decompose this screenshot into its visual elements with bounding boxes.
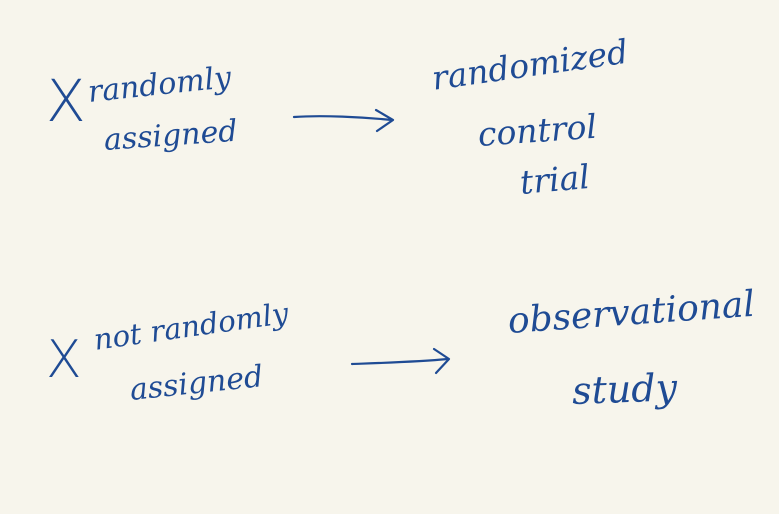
row2-result-line2: study bbox=[571, 365, 678, 413]
row2-condition-line2: assigned bbox=[128, 359, 265, 408]
row1-condition-line1: randomly bbox=[86, 60, 233, 110]
row1-variable-x: X bbox=[46, 67, 86, 135]
row1-result-line1: randomized bbox=[429, 31, 631, 98]
row2-result-line1: observational bbox=[506, 283, 757, 342]
row1-result-line3: trial bbox=[518, 156, 592, 202]
row2-condition-line1: not randomly bbox=[91, 295, 291, 357]
row1-condition-line2: assigned bbox=[102, 113, 239, 158]
row2-arrow bbox=[350, 347, 451, 375]
row1-arrow bbox=[292, 108, 395, 133]
row1-result-line2: control bbox=[476, 106, 599, 154]
row2-variable-x: X bbox=[46, 330, 82, 390]
